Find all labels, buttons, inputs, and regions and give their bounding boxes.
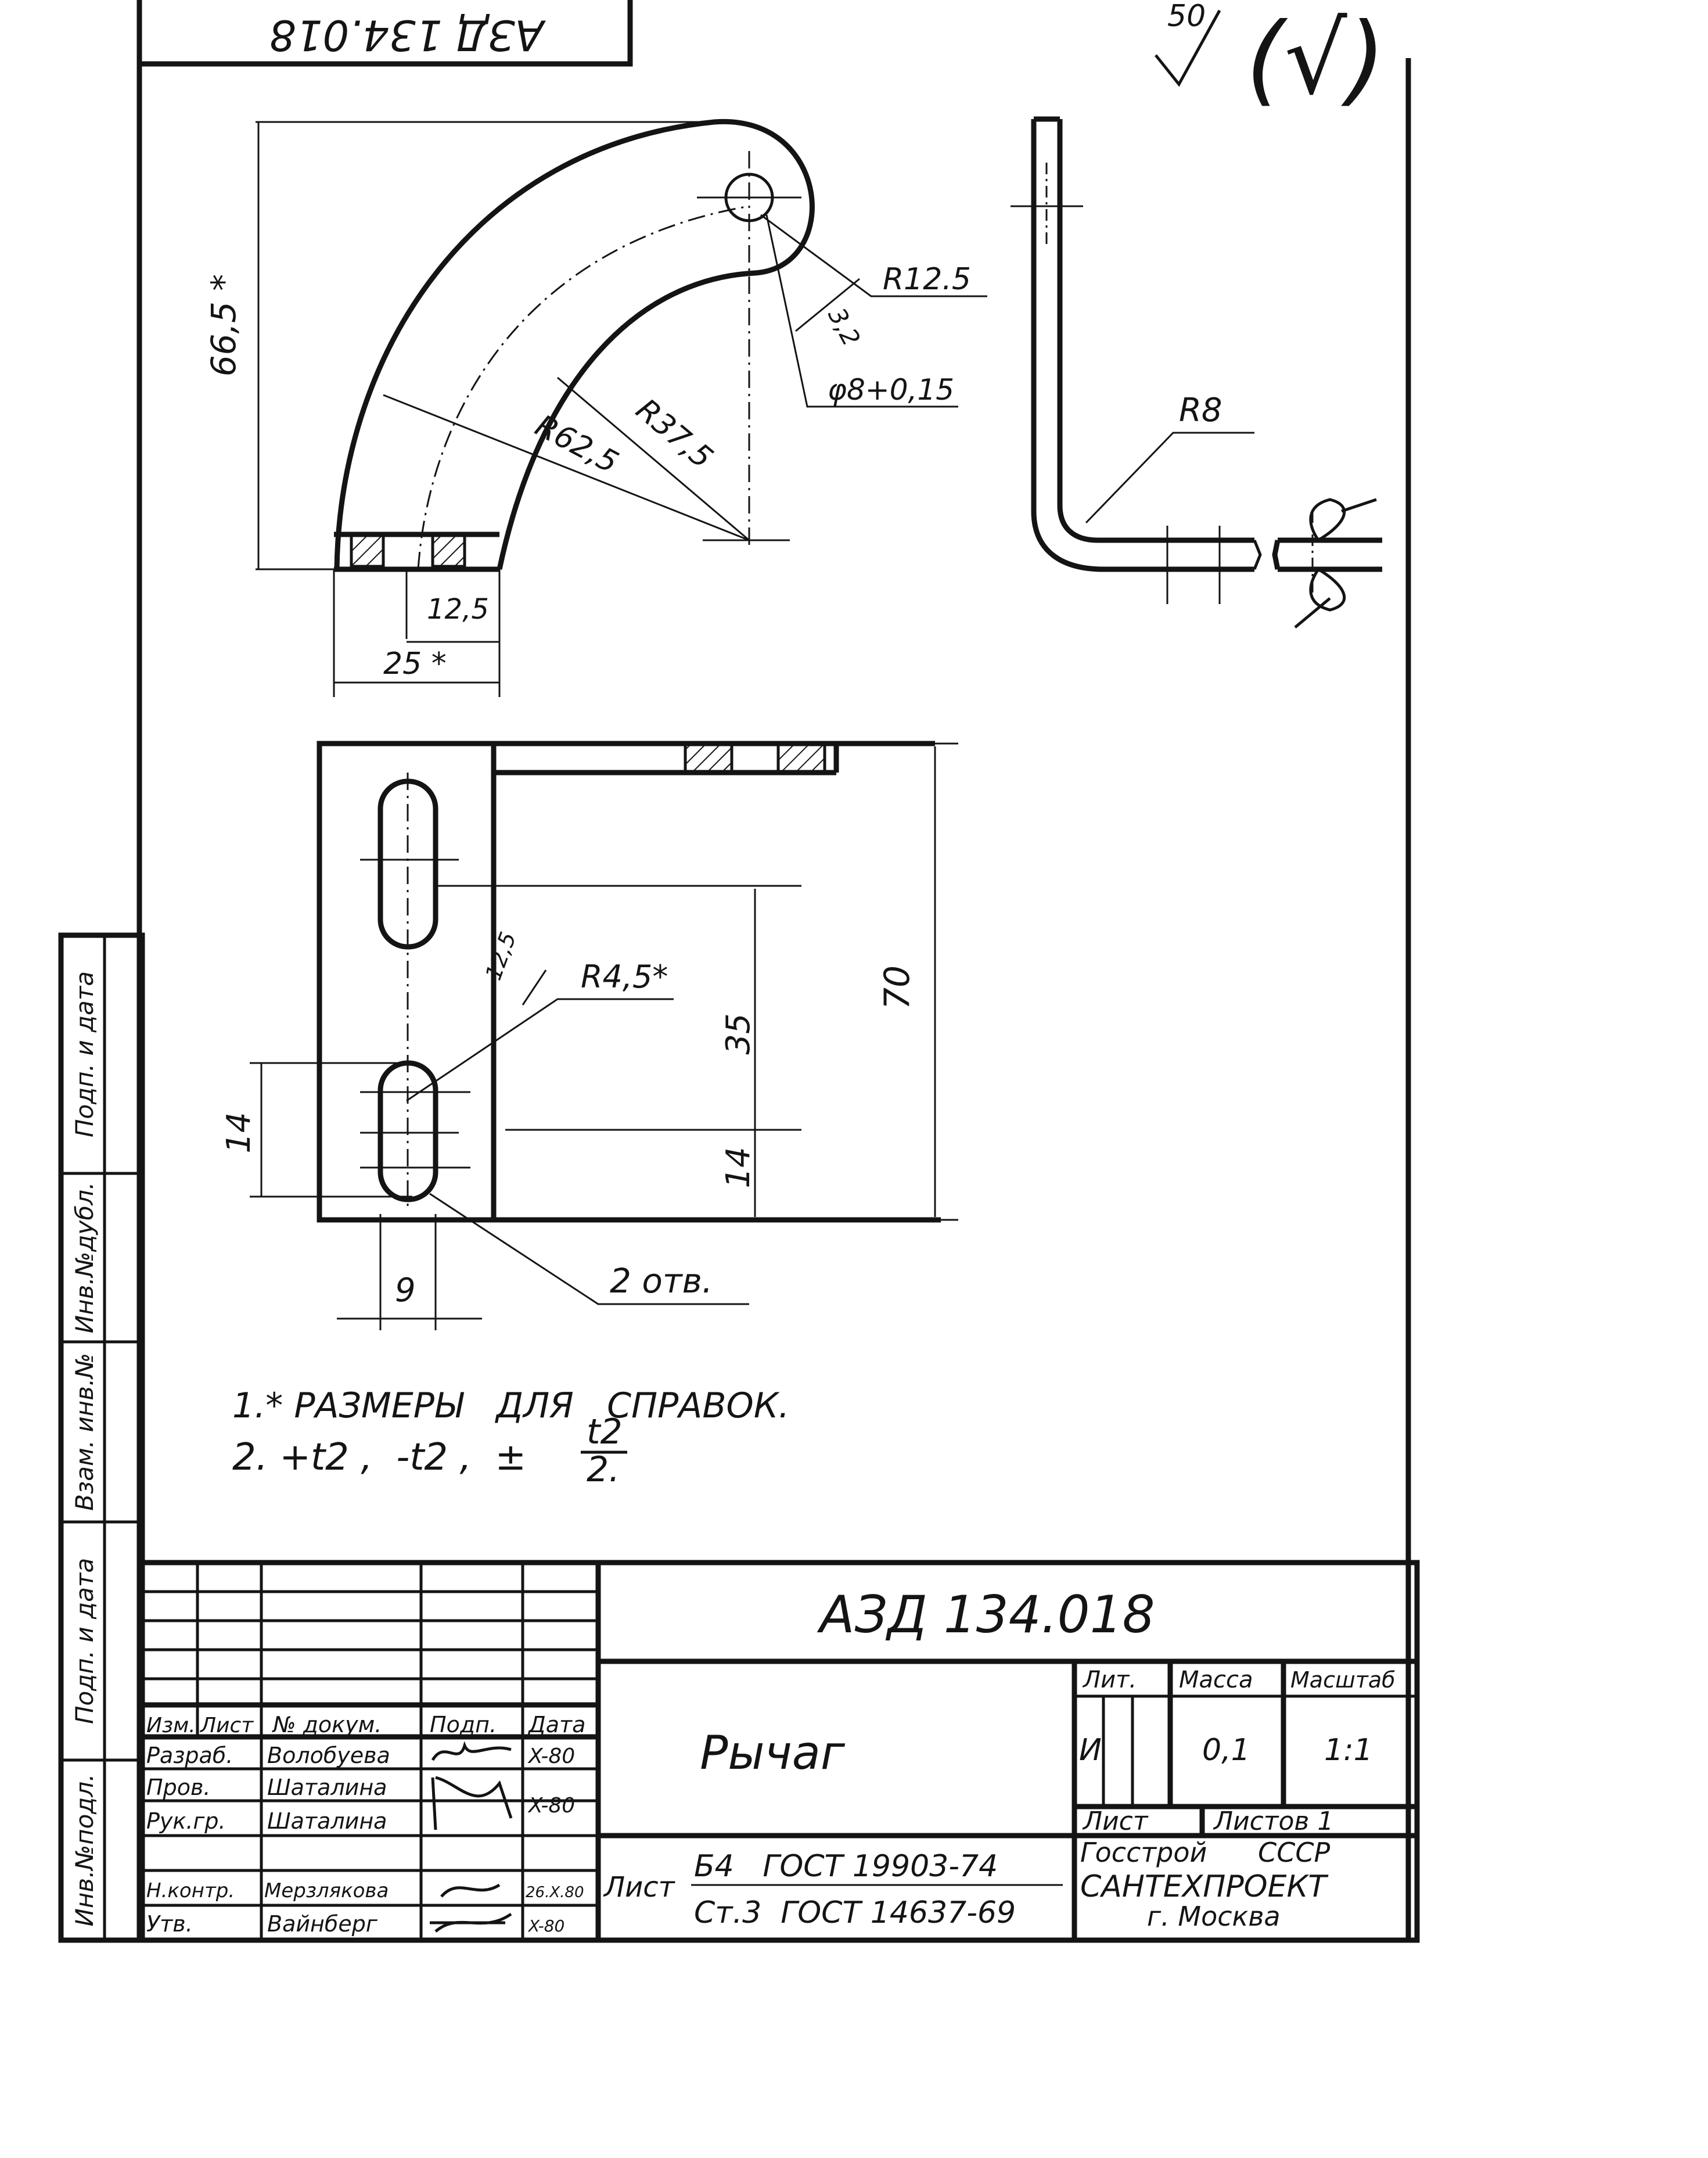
sheets-label: Листов 1 [1213,1807,1333,1836]
row-name-2: Шаталина [267,1775,387,1800]
row-date-4: 26.X.80 [526,1884,584,1901]
strip-cell-3: Взам. инв.№ [70,1353,99,1511]
org-line1: Госстрой СССР [1080,1837,1330,1868]
row-role-3: Рук.гр. [146,1808,226,1834]
dim-total: 70 [877,965,918,1010]
roughness-symbol-general: 50 (√) [1155,0,1386,117]
row-name-1: Волобуева [267,1743,390,1768]
material-prefix: Лист [603,1871,676,1904]
dim-roughness-hole: 3,2 [822,303,866,351]
scale-label: Масштаб [1290,1667,1396,1693]
note-fraction-den: 2. [587,1449,620,1490]
roughness-value: 50 [1167,0,1206,34]
sheet-label: Лист [1082,1807,1149,1836]
front-view: 66,5 * R62,5 R37,5 R12.5 φ8+0,15 3,2 12,… [204,119,987,697]
material-line2: Ст.3 ГОСТ 14637-69 [694,1895,1016,1930]
signature-5 [430,1912,512,1933]
dim-half-width: 12,5 [427,593,489,626]
row-role-2: Пров. [146,1775,210,1800]
org-line2: САНТЕХПРОЕКТ [1080,1869,1329,1904]
designation: АЗД 134.018 [817,1585,1155,1644]
title-block: Изм. Лист № докум. Подп. Дата Разраб. Во… [139,1560,1420,1943]
note-fraction-num: t2 [587,1412,623,1452]
dim-height: 66,5 * [204,274,243,377]
row-role-4: Н.контр. [146,1879,235,1902]
dim-r-inner: R37,5 [629,392,719,476]
roughness-general: (√) [1246,2,1386,117]
dim-bend-radius: R8 [1179,392,1222,429]
material-line1: Б4 ГОСТ 19903-74 [694,1849,998,1884]
dim-r-end: R12.5 [883,262,971,297]
row-role-5: Утв. [146,1911,193,1937]
notes: 1.* РАЗМЕРЫ ДЛЯ СПРАВОК. 2. +t2 , -t2 , … [232,1385,789,1490]
left-strip: Подп. и дата Инв.№дубл. Взам. инв.№ Подп… [58,932,145,1943]
strip-cell-1: Подп. и дата [70,971,99,1137]
dim-slot-roughness: 12,5 [480,929,521,984]
signature-4 [440,1883,501,1898]
scale-value: 1:1 [1324,1733,1373,1768]
row-name-4: Мерзлякова [264,1879,389,1902]
dim-hole: φ8+0,15 [828,373,954,407]
dim-slot-spacing: 35 [720,1013,757,1054]
dim-slot-offset: 14 [720,1147,757,1188]
org-line3: г. Москва [1147,1901,1281,1932]
row-date-1: X-80 [527,1744,575,1768]
row-date-2: X-80 [527,1794,575,1818]
hdr-list: Лист [199,1714,254,1737]
dim-slot-radius: R4,5* [581,958,668,995]
hdr-doc: № докум. [272,1712,382,1737]
part-name: Рычаг [700,1726,846,1780]
row-name-3: Шаталина [267,1808,387,1834]
lit-label: Лит. [1082,1667,1137,1693]
top-stamp: АЗД 134.018 [139,0,633,67]
dim-r-outer: R62,5 [530,408,624,480]
mass-value: 0,1 [1202,1733,1250,1768]
signature-1 [431,1741,512,1761]
hdr-sign: Подп. [430,1712,497,1737]
strip-cell-4: Подп. и дата [70,1558,99,1724]
top-stamp-text: АЗД 134.018 [269,10,546,59]
signature-2 [431,1776,513,1830]
plan-view: 70 35 14 14 9 R4,5* 12,5 2 отв. [220,741,958,1330]
strip-cell-5: Инв.№подл. [70,1773,99,1926]
dim-slot-length: 14 [220,1112,258,1153]
holes-note: 2 отв. [610,1261,713,1301]
row-name-5: Вайнберг [267,1911,378,1937]
row-date-5: X-80 [527,1916,564,1936]
note-line1: 1.* РАЗМЕРЫ ДЛЯ СПРАВОК. [232,1385,789,1426]
dim-slot-width: 9 [395,1272,416,1309]
mass-label: Масса [1179,1667,1253,1693]
lit-value: И [1079,1733,1102,1768]
side-view: R8 [1011,116,1382,629]
hdr-date: Дата [527,1712,585,1737]
hdr-izm: Изм. [146,1714,196,1737]
dim-width: 25 * [383,647,447,681]
strip-cell-2: Инв.№дубл. [70,1182,99,1334]
note-line2: 2. +t2 , -t2 , ± [232,1436,526,1479]
row-role-1: Разраб. [146,1743,233,1768]
